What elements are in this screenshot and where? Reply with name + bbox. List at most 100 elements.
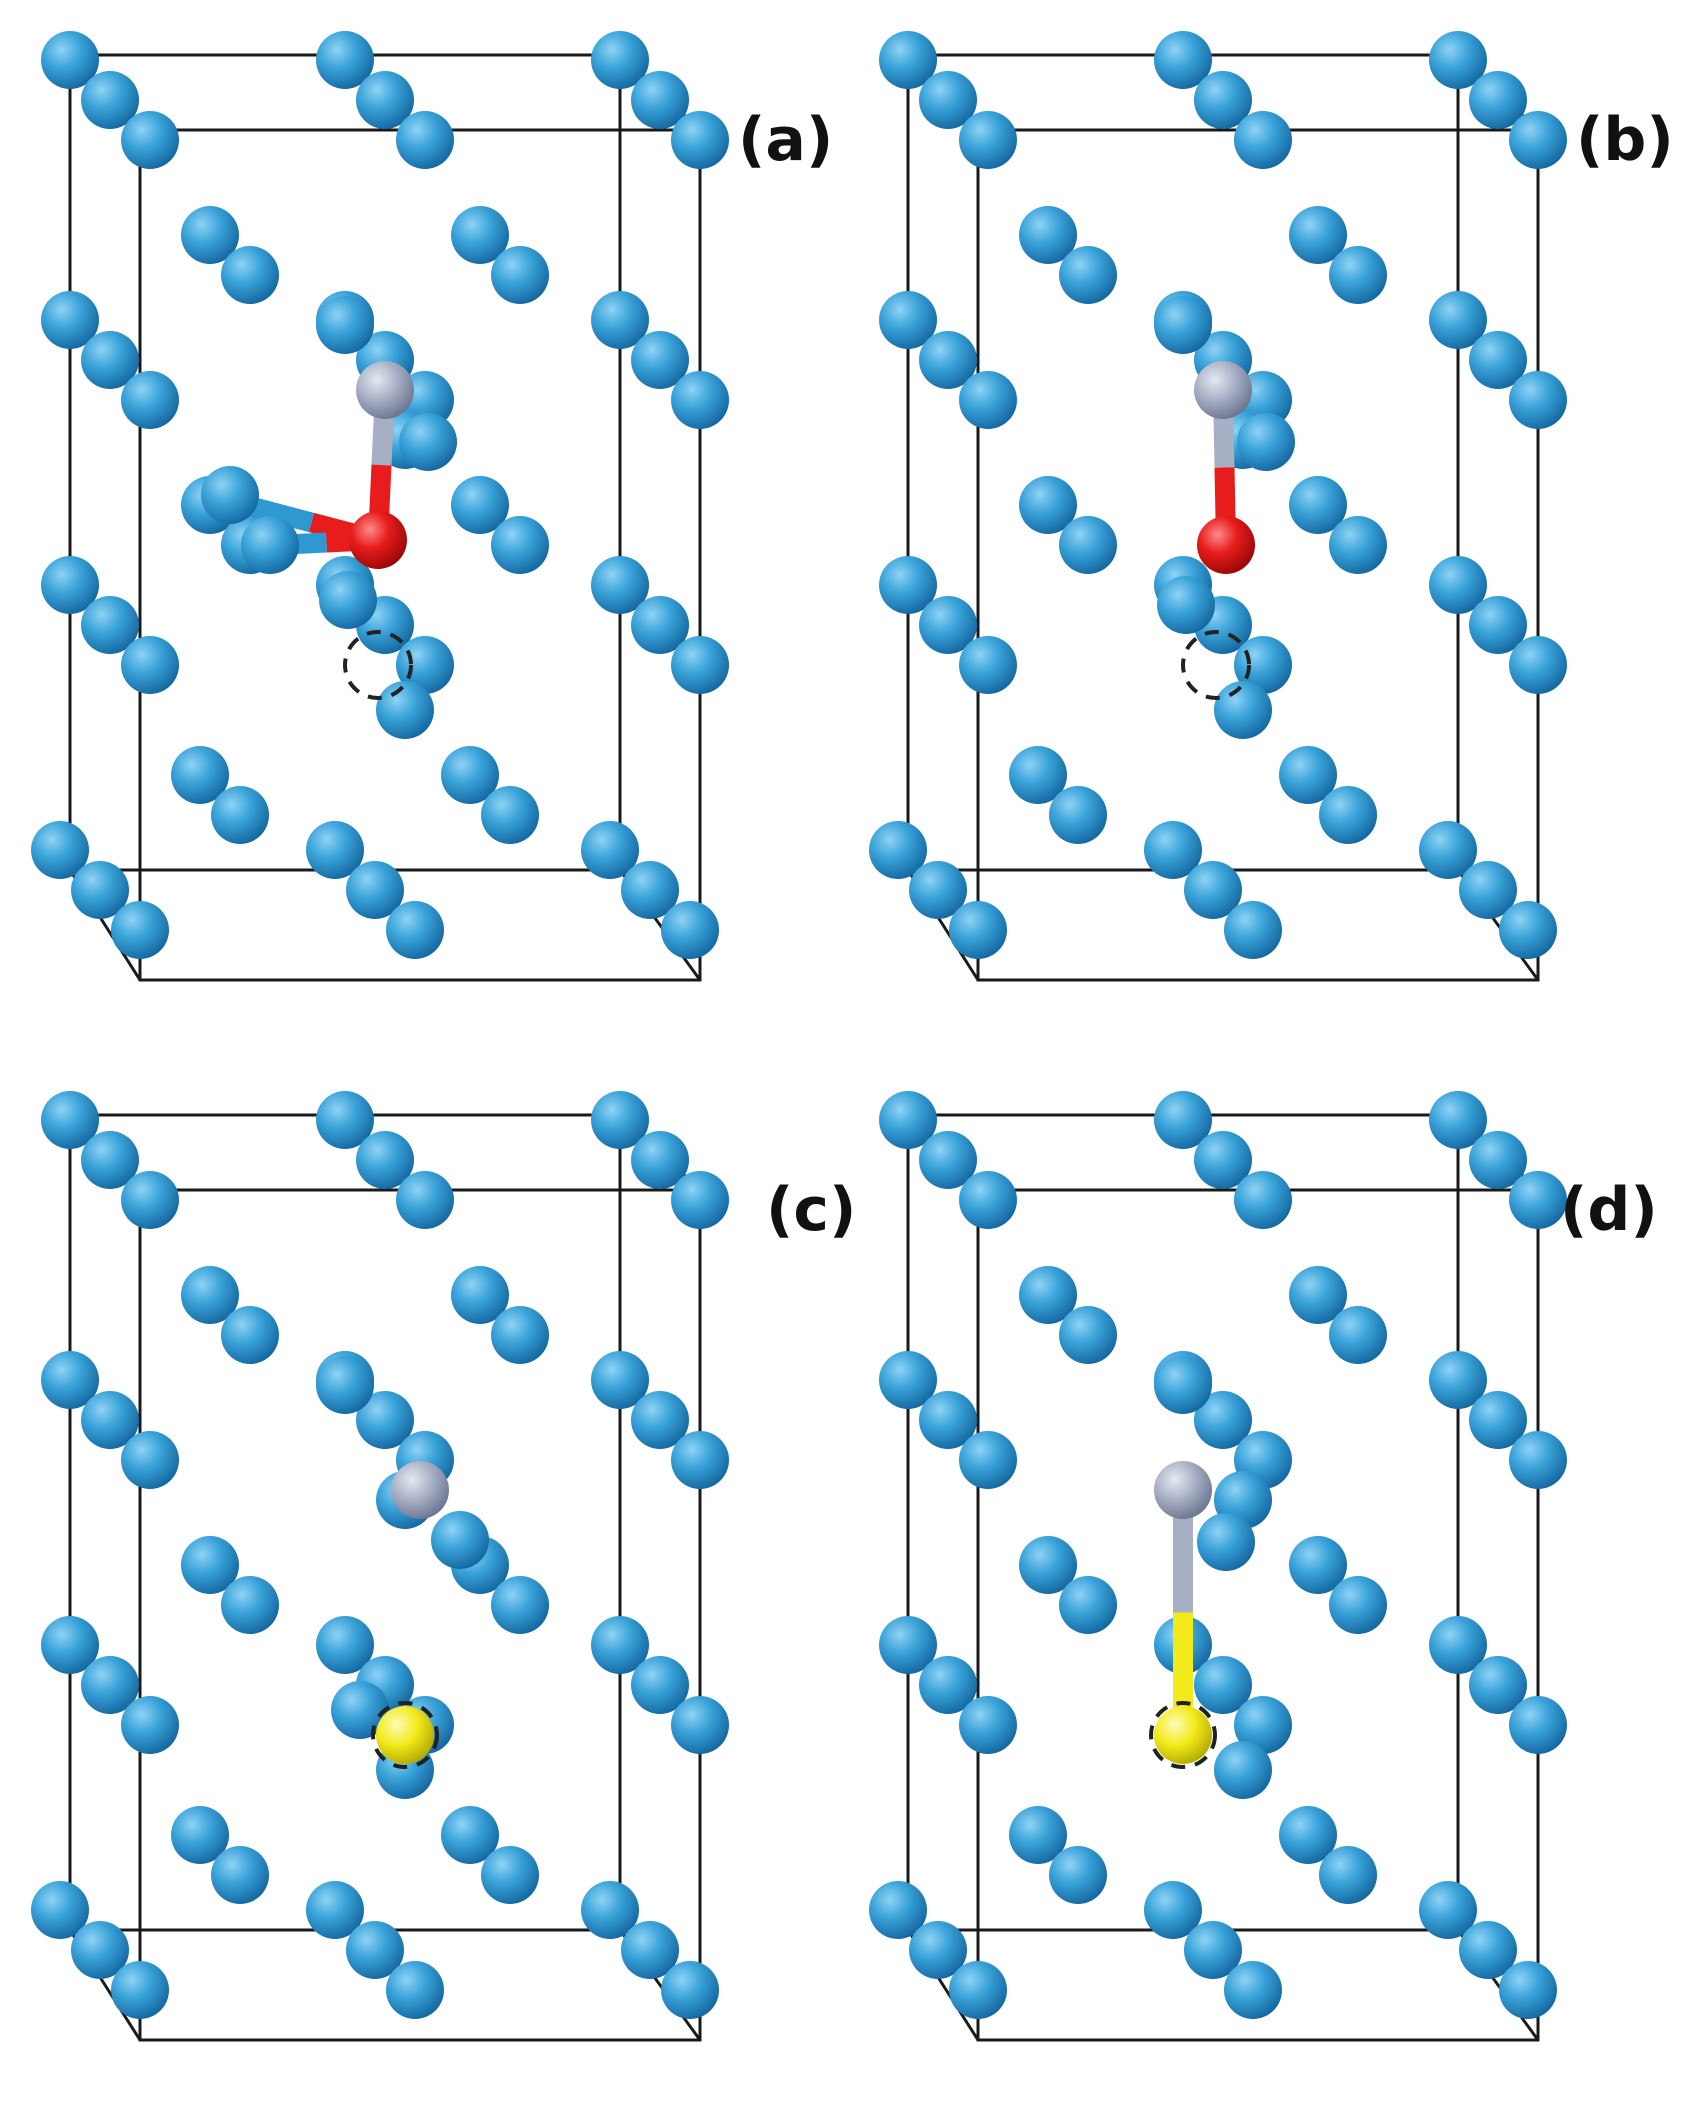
host-atom [396,636,454,694]
host-atom [81,1656,139,1714]
host-atom [1019,1266,1077,1324]
host-atom [396,1171,454,1229]
host-atom [1419,821,1477,879]
panel-d [869,1091,1567,2042]
host-atom [306,821,364,879]
host-atom [1234,1696,1292,1754]
host-atom [399,413,457,471]
host-atom [1154,1356,1212,1414]
host-atom [451,476,509,534]
panel-label-a: (a) [738,105,833,175]
yellow-atom [376,1706,434,1764]
host-atom [1429,31,1487,89]
host-atom [1419,1881,1477,1939]
host-atom [356,1131,414,1189]
host-atom [171,1806,229,1864]
host-atom [919,71,977,129]
host-atom [949,1961,1007,2019]
host-atom [121,1696,179,1754]
host-atom [356,1391,414,1449]
host-atom [431,1511,489,1569]
panel-c [31,1091,729,2042]
cell-back-face [68,53,622,872]
host-atom [1469,596,1527,654]
host-atom [879,31,937,89]
host-atom [1509,1171,1567,1229]
host-atom [1329,246,1387,304]
host-atom [671,1696,729,1754]
host-atom [1184,1921,1242,1979]
host-atom [1509,371,1567,429]
panel-b [869,31,1567,982]
host-atom [671,1171,729,1229]
host-atom [41,556,99,614]
host-atom [121,111,179,169]
host-atom [396,111,454,169]
host-atom [1279,746,1337,804]
cell-back-face [68,1113,622,1932]
host-atom [356,71,414,129]
host-atom [1329,516,1387,574]
host-atom [949,901,1007,959]
host-atom [1154,296,1212,354]
host-atom [1319,786,1377,844]
host-atom [221,1306,279,1364]
host-atom [1009,1806,1067,1864]
host-atom [81,596,139,654]
host-atom [959,111,1017,169]
host-atom [959,371,1017,429]
host-atom [631,596,689,654]
host-atom [1509,636,1567,694]
grey-solute-atom [356,361,414,419]
host-atom [201,466,259,524]
host-atom [1009,746,1067,804]
host-atom [1429,556,1487,614]
host-atom [661,901,719,959]
host-atom [491,246,549,304]
host-atom [1059,1306,1117,1364]
host-atom [211,1846,269,1904]
host-atom [1194,1391,1252,1449]
host-atom [1499,901,1557,959]
host-atom [1289,1536,1347,1594]
red-atom [1197,516,1255,574]
host-atom [319,571,377,629]
host-atom [591,31,649,89]
host-atom [316,1356,374,1414]
vacancy-marker [371,1701,439,1769]
vacancy-marker [1149,1701,1217,1769]
host-atom [41,291,99,349]
host-atom [1157,576,1215,634]
host-atom [879,291,937,349]
host-atom [1429,291,1487,349]
host-atom [331,1681,389,1739]
host-atom [1459,1921,1517,1979]
yellow-atom [1154,1706,1212,1764]
host-atom [1234,636,1292,694]
host-atom [1459,861,1517,919]
host-atom [386,1961,444,2019]
host-atom [591,1351,649,1409]
panel-label-d: (d) [1560,1175,1658,1245]
host-atom [1289,476,1347,534]
host-atom [241,516,299,574]
host-atom [111,1961,169,2019]
host-atom [41,1351,99,1409]
host-atom [71,861,129,919]
host-atom [221,246,279,304]
host-atom [316,1091,374,1149]
red-atom [349,511,407,569]
host-atom [879,556,937,614]
host-atom [491,516,549,574]
host-atom [1019,1536,1077,1594]
host-atom [1154,1091,1212,1149]
host-atom [121,1171,179,1229]
host-atom [451,206,509,264]
host-atom [591,291,649,349]
host-atom [671,111,729,169]
host-atom [1429,1351,1487,1409]
host-atom [671,636,729,694]
host-atom [41,1616,99,1674]
host-atom [1194,71,1252,129]
host-atom [1469,1391,1527,1449]
